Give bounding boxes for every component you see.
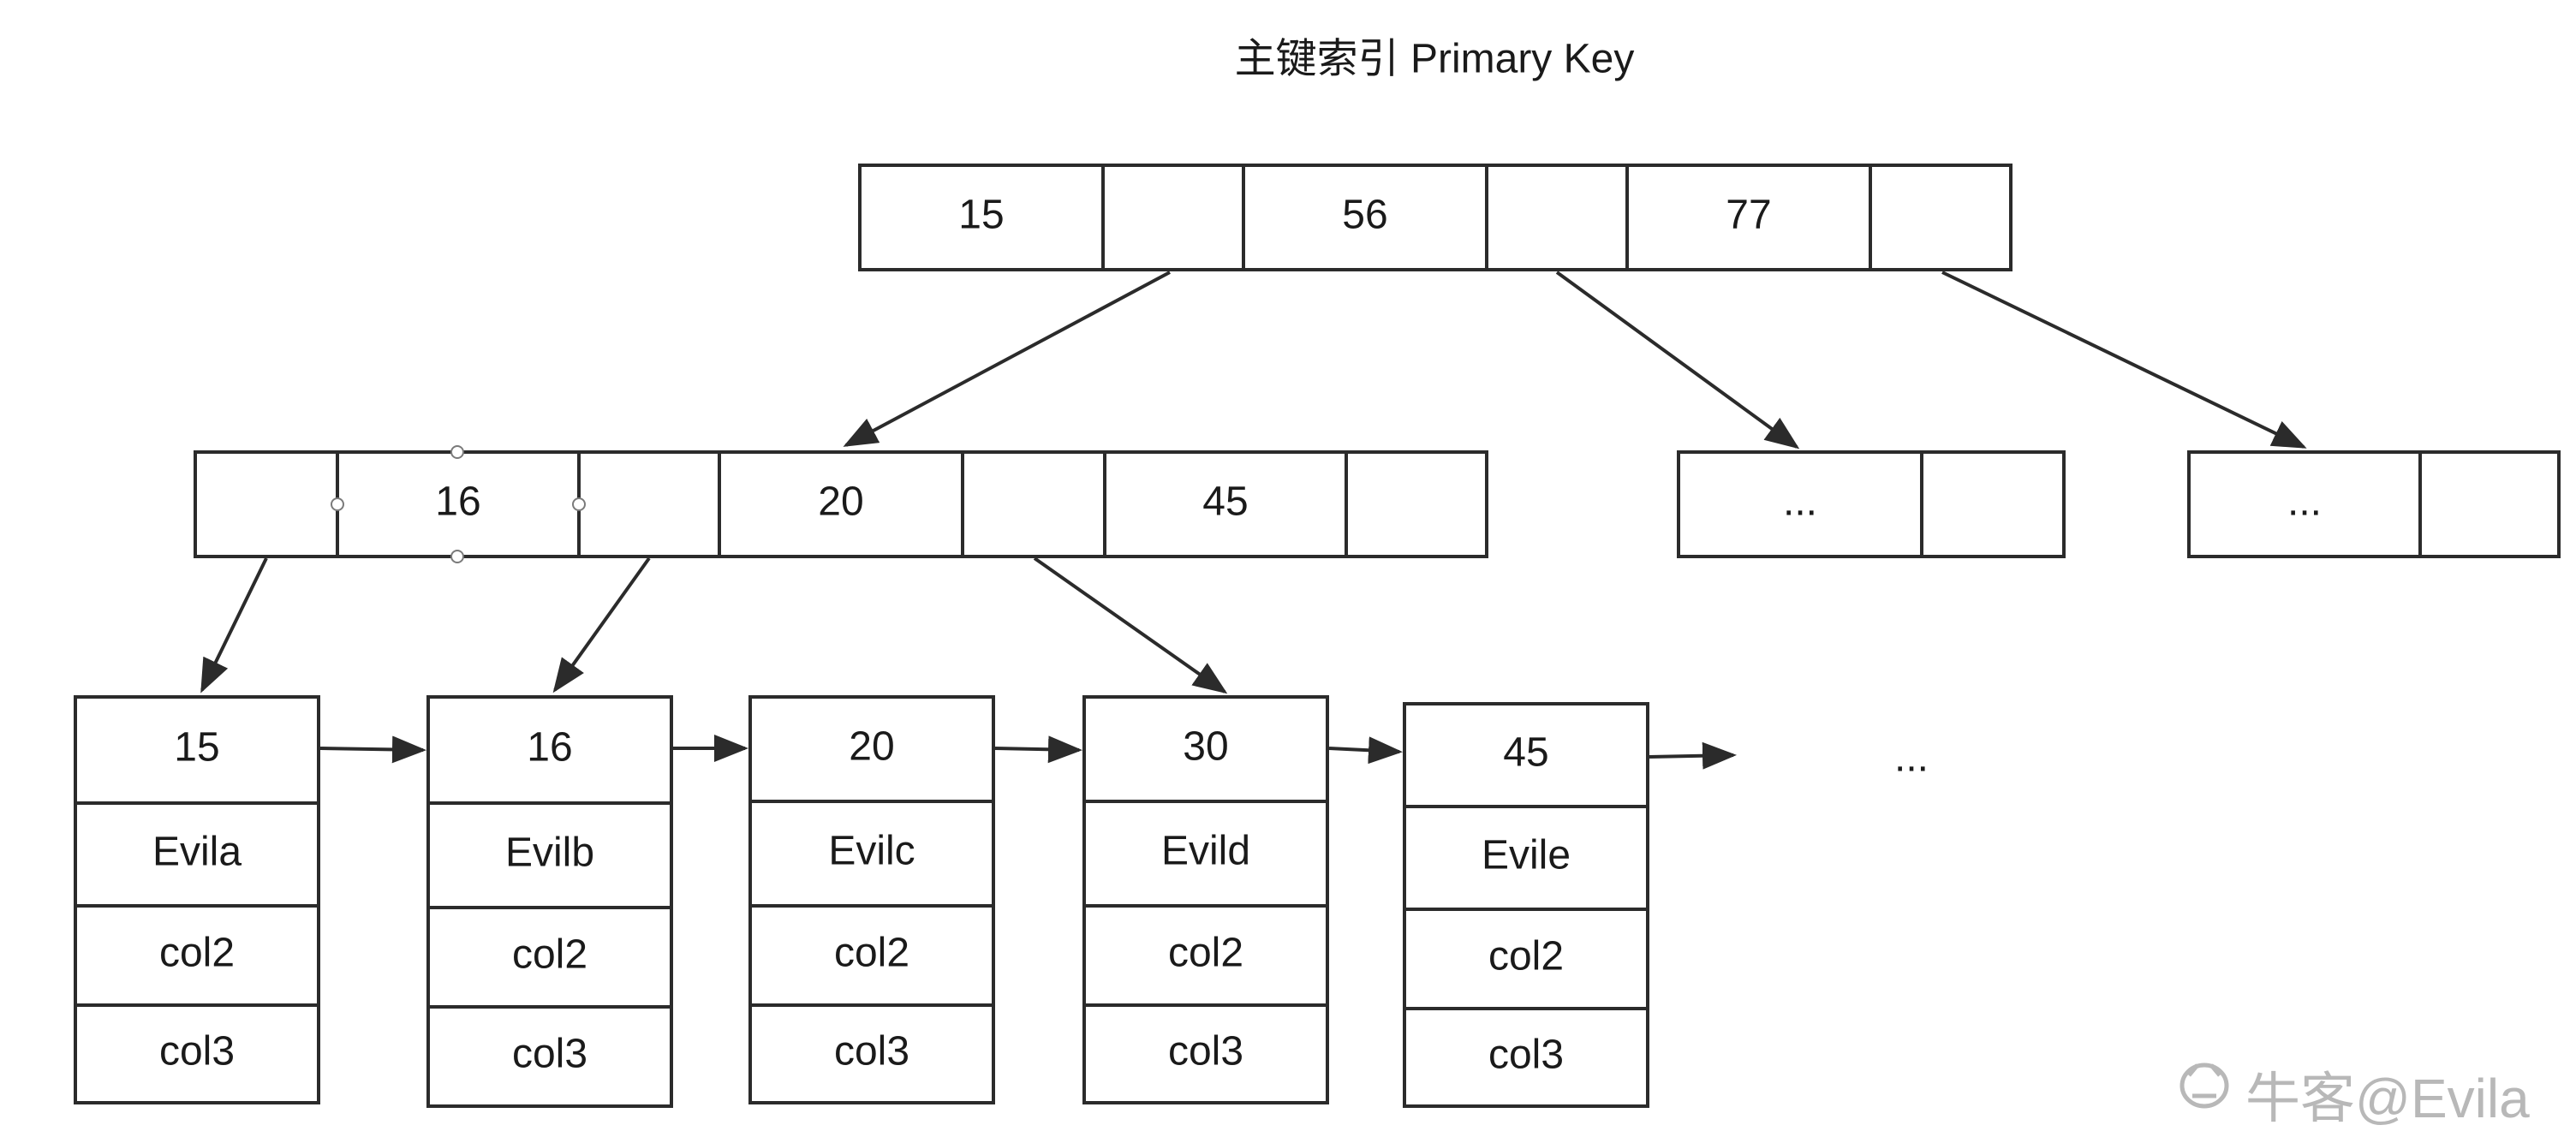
leaf-2-name: Evilb [426, 801, 673, 909]
leaf-node-2: 16 Evilb col2 col3 [426, 695, 673, 1108]
root-cell-5 [1869, 164, 2012, 271]
internal-node-ellipsis-2: ... [2187, 450, 2561, 558]
svg-text:30: 30 [1183, 724, 1228, 770]
svg-text:col3: col3 [834, 1029, 909, 1074]
arrow-root-to-internal-ellipsis-1 [1555, 271, 1800, 449]
internal-cell-3: 20 [718, 450, 964, 558]
root-node: 15 56 77 [858, 164, 2012, 271]
leaf-5-col2: col2 [1403, 908, 1649, 1010]
svg-text:Evilc: Evilc [828, 829, 915, 874]
selection-handle[interactable] [572, 497, 586, 511]
internal-ellipsis-2-cell-1 [2418, 450, 2561, 558]
watermark: 牛客@Evila [2179, 1063, 2530, 1129]
leaf-1-name: Evila [74, 801, 320, 908]
arrow-leaf-4-to-leaf-5 [1328, 736, 1403, 765]
leaf-1-col2: col2 [74, 904, 320, 1007]
internal-cell-6 [1345, 450, 1488, 558]
diagram-title: 主键索引 Primary Key [1235, 37, 1635, 82]
leaf-2-col2: col2 [426, 906, 673, 1009]
svg-text:col2: col2 [1168, 931, 1243, 976]
leaf-4-col2: col2 [1082, 904, 1329, 1007]
leaf-node-1: 15 Evila col2 col3 [74, 695, 320, 1104]
root-cell-1 [1101, 164, 1245, 271]
internal-node-main: 16 20 45 [194, 445, 1488, 563]
svg-text:col3: col3 [159, 1029, 235, 1074]
svg-text:col3: col3 [1488, 1033, 1564, 1078]
svg-text:20: 20 [849, 724, 894, 770]
arrow-internal-to-leaf-4 [1033, 557, 1228, 694]
leaf-5-col3: col3 [1403, 1007, 1649, 1108]
internal-cell-0 [194, 450, 339, 558]
svg-text:16: 16 [435, 479, 480, 525]
root-cell-0: 15 [858, 164, 1105, 271]
svg-text:...: ... [2287, 479, 2322, 525]
leaf-node-4: 30 Evild col2 col3 [1082, 695, 1329, 1104]
svg-text:Evile: Evile [1482, 833, 1571, 878]
internal-ellipsis-1-cell-1 [1920, 450, 2066, 558]
internal-cell-1: 16 [336, 450, 581, 558]
internal-ellipsis-1-cell-0: ... [1677, 450, 1923, 558]
svg-text:Evild: Evild [1161, 829, 1250, 874]
leaf-2-col3: col3 [426, 1005, 673, 1108]
svg-text:16: 16 [527, 725, 572, 771]
leaf-continuation-ellipsis: ... [1894, 735, 1929, 781]
svg-text:45: 45 [1503, 730, 1548, 776]
svg-text:col2: col2 [512, 932, 587, 978]
svg-text:45: 45 [1202, 479, 1248, 525]
leaf-2-key: 16 [426, 695, 673, 805]
leaf-3-col2: col2 [748, 904, 995, 1007]
leaf-node-5: 45 Evile col2 col3 [1403, 702, 1649, 1108]
internal-node-ellipsis-1: ... [1677, 450, 2066, 558]
internal-cell-5: 45 [1103, 450, 1348, 558]
leaf-5-key: 45 [1403, 702, 1649, 808]
svg-text:15: 15 [174, 725, 219, 771]
svg-text:col2: col2 [1488, 934, 1564, 979]
arrow-leaf-5-to-next [1649, 741, 1737, 770]
leaf-3-key: 20 [748, 695, 995, 803]
arrow-leaf-1-to-leaf-2 [319, 735, 426, 764]
watermark-text: 牛客@Evila [2245, 1068, 2530, 1129]
svg-text:20: 20 [818, 479, 863, 525]
svg-text:15: 15 [958, 193, 1004, 238]
svg-text:col2: col2 [159, 931, 235, 976]
root-cell-4: 77 [1625, 164, 1872, 271]
root-cell-3 [1485, 164, 1629, 271]
selection-handle[interactable] [450, 445, 464, 459]
arrow-leaf-3-to-leaf-4 [994, 735, 1082, 764]
leaf-3-name: Evilc [748, 800, 995, 908]
leaf-1-key: 15 [74, 695, 320, 805]
leaf-node-3: 20 Evilc col2 col3 [748, 695, 995, 1104]
arrow-root-to-internal-ellipsis-2 [1941, 271, 2307, 449]
selection-handle[interactable] [331, 497, 344, 511]
leaf-5-name: Evile [1403, 805, 1649, 911]
leaf-1-col3: col3 [74, 1003, 320, 1104]
arrow-root-to-internal-main [843, 271, 1171, 447]
internal-cell-4 [961, 450, 1106, 558]
svg-text:Evilb: Evilb [505, 830, 594, 876]
selection-handle[interactable] [450, 550, 464, 563]
svg-text:Evila: Evila [152, 830, 242, 875]
leaf-4-name: Evild [1082, 800, 1329, 908]
arrow-internal-to-leaf-1 [200, 557, 268, 694]
svg-text:77: 77 [1726, 193, 1771, 238]
leaf-3-col3: col3 [748, 1003, 995, 1104]
svg-text:col3: col3 [1168, 1029, 1243, 1074]
leaf-4-key: 30 [1082, 695, 1329, 803]
internal-ellipsis-2-cell-0: ... [2187, 450, 2422, 558]
svg-text:col3: col3 [512, 1032, 587, 1077]
watermark-logo-icon [2179, 1063, 2229, 1109]
leaf-4-col3: col3 [1082, 1003, 1329, 1104]
svg-text:56: 56 [1342, 193, 1387, 238]
svg-text:col2: col2 [834, 931, 909, 976]
internal-cell-2 [577, 450, 721, 558]
arrow-internal-to-leaf-2 [552, 557, 651, 694]
root-cell-2: 56 [1242, 164, 1488, 271]
svg-text:...: ... [1783, 479, 1817, 525]
